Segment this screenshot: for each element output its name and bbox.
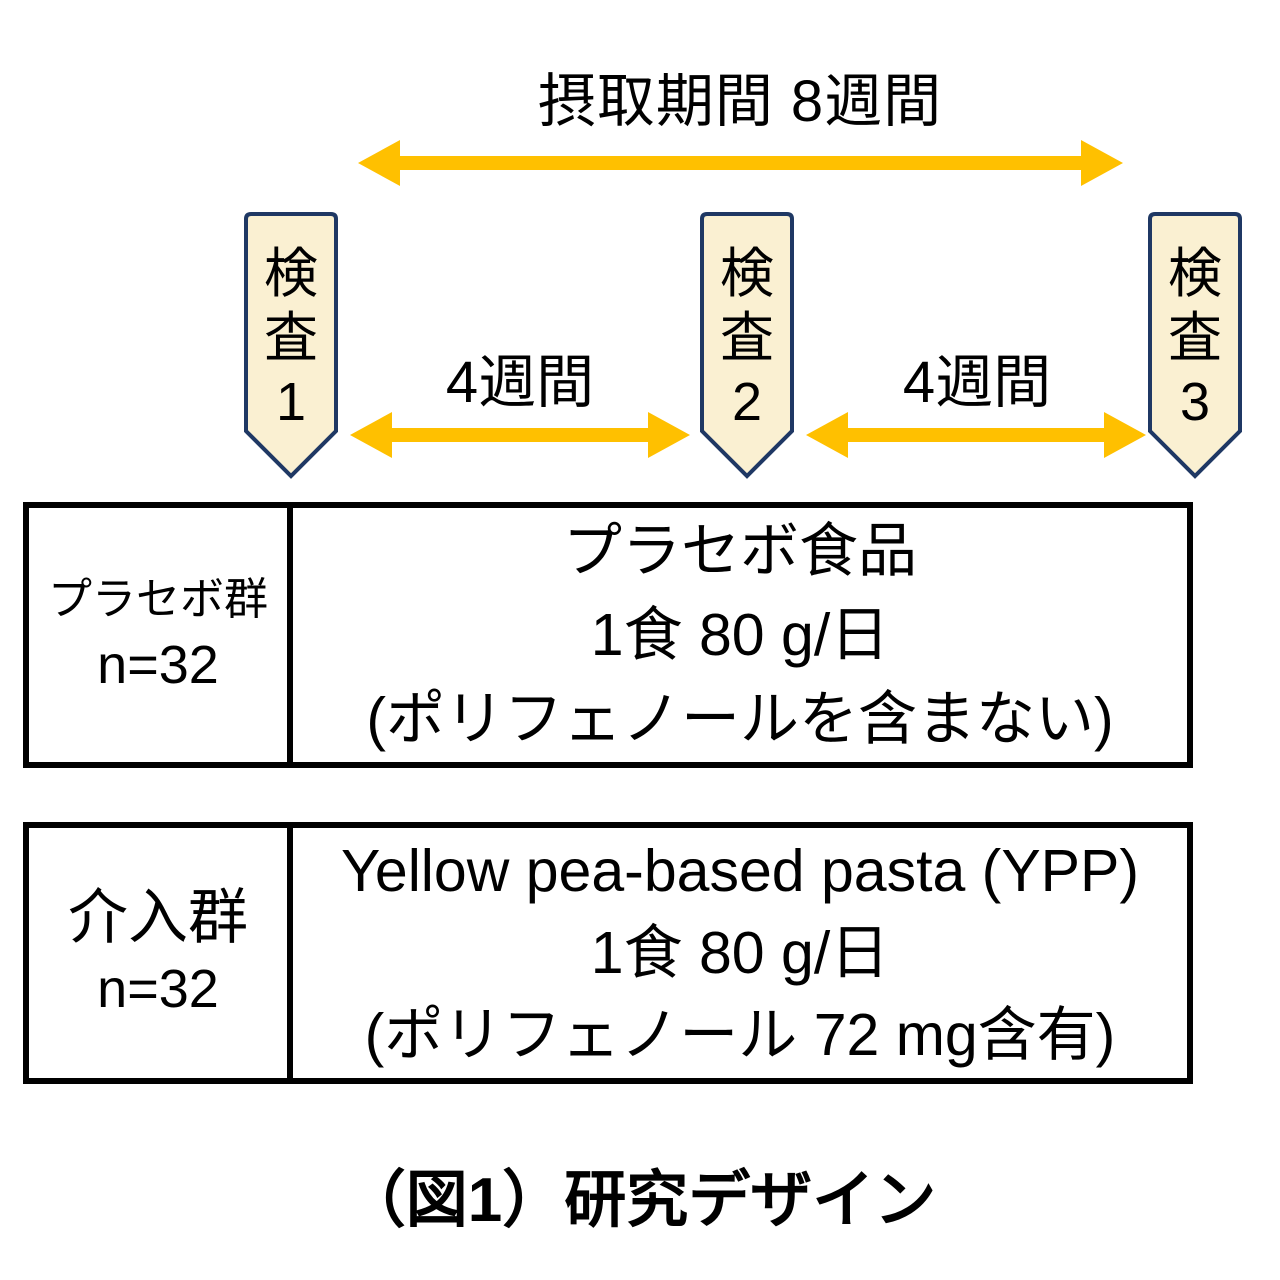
description-line: Yellow pea-based pasta (YPP) <box>340 838 1140 904</box>
intervention-group-label-cell: 介入群 n=32 <box>29 828 293 1078</box>
checkpoint-banner-3: 検 査 3 <box>1148 212 1242 480</box>
checkpoint-label-3: 検 査 3 <box>1148 226 1242 450</box>
arrow-shaft <box>380 428 660 442</box>
checkpoint-char: 検 <box>264 244 318 304</box>
arrow-right-head <box>1104 412 1146 458</box>
intake-period-title: 摂取期間 8週間 <box>537 69 943 134</box>
description-line: 1食 80 g/日 <box>590 920 890 986</box>
checkpoint-char: 査 <box>720 308 774 368</box>
description-line: プラセボ食品 <box>562 518 917 584</box>
intervention-group-description-cell: Yellow pea-based pasta (YPP) 1食 80 g/日 (… <box>293 828 1187 1078</box>
group-n: n=32 <box>97 959 219 1019</box>
checkpoint-label-1: 検 査 1 <box>244 226 338 450</box>
checkpoint-number: 1 <box>275 372 307 432</box>
pennant-shape <box>1148 212 1242 479</box>
group-name: 介入群 <box>68 884 248 951</box>
checkpoint-number: 3 <box>1179 372 1211 432</box>
checkpoint-char: 検 <box>1168 244 1222 304</box>
description-line: (ポリフェノールを含まない) <box>366 686 1114 752</box>
arrow-shaft <box>836 428 1116 442</box>
interval-label-1: 4週間 <box>445 350 595 415</box>
pennant-shape <box>244 212 338 479</box>
checkpoint-label-2: 検 査 2 <box>700 226 794 450</box>
checkpoint-char: 検 <box>720 244 774 304</box>
checkpoint-number: 2 <box>731 372 763 432</box>
interval-double-arrow-1-icon <box>350 412 690 458</box>
arrow-shaft <box>388 156 1093 170</box>
description-line: (ポリフェノール 72 mg含有) <box>364 1002 1116 1068</box>
placebo-group-label-cell: プラセボ群 n=32 <box>29 508 293 762</box>
checkpoint-char: 査 <box>1168 308 1222 368</box>
checkpoint-char: 査 <box>264 308 318 368</box>
checkpoint-banner-1: 検 査 1 <box>244 212 338 480</box>
intake-period-double-arrow-icon <box>358 140 1123 186</box>
pennant-shape <box>700 212 794 479</box>
figure-caption: （図1）研究デザイン <box>343 1166 937 1235</box>
interval-label-2: 4週間 <box>902 350 1052 415</box>
description-line: 1食 80 g/日 <box>590 602 890 668</box>
checkpoint-banner-2: 検 査 2 <box>700 212 794 480</box>
arrow-right-head <box>648 412 690 458</box>
interval-double-arrow-2-icon <box>806 412 1146 458</box>
group-name: プラセボ群 <box>48 575 268 624</box>
intervention-group-row: 介入群 n=32 Yellow pea-based pasta (YPP) 1食… <box>23 822 1193 1084</box>
placebo-group-description-cell: プラセボ食品 1食 80 g/日 (ポリフェノールを含まない) <box>293 508 1187 762</box>
arrow-right-head <box>1081 140 1123 186</box>
placebo-group-row: プラセボ群 n=32 プラセボ食品 1食 80 g/日 (ポリフェノールを含まな… <box>23 502 1193 768</box>
group-n: n=32 <box>97 635 219 695</box>
